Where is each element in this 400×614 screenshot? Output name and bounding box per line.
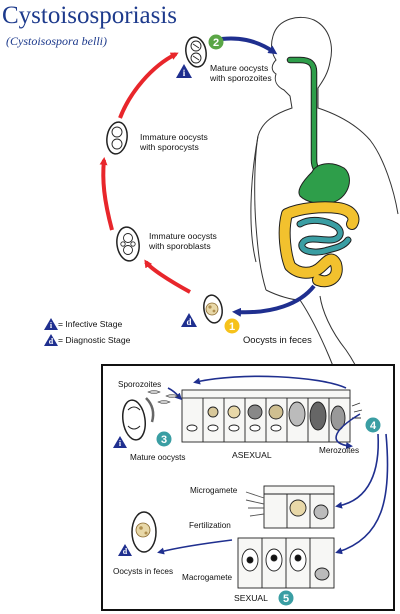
label-sexual: SEXUAL: [234, 593, 268, 603]
arrow-oocyst-release: [157, 539, 233, 555]
legend-diagnostic: = Diagnostic Stage: [58, 335, 131, 345]
label-line: Mature oocysts: [210, 63, 269, 73]
step-1-marker: 1: [224, 318, 240, 334]
arrow-merozoite-cycle: [335, 413, 361, 450]
page-title: Cystoisosporiasis: [2, 2, 178, 29]
svg-text:d: d: [49, 337, 54, 346]
label-microgamete: Microgamete: [190, 486, 238, 495]
oocyst-mature-inset: [122, 397, 155, 441]
diagnostic-stage-icon: d: [181, 313, 197, 327]
arrow-excretion: [232, 284, 316, 317]
label-immature-sporocysts: Immature oocysts with sporocysts: [140, 132, 208, 152]
epithelium-microgamete: [245, 485, 335, 529]
svg-text:d: d: [186, 317, 191, 327]
arrow-mature: [118, 52, 179, 119]
oocyst-sporocysts: [106, 121, 128, 155]
svg-text:i: i: [183, 68, 186, 78]
infective-stage-icon-inset: i: [113, 436, 127, 448]
svg-text:5: 5: [283, 593, 289, 605]
label-line: with sporozoites: [210, 73, 272, 83]
svg-text:i: i: [119, 439, 122, 448]
label-immature-sporoblasts: Immature oocysts with sporoblasts: [149, 231, 217, 251]
legend-diagnostic-icon: d: [44, 334, 58, 346]
page-subtitle: (Cystoisospora belli): [6, 34, 107, 48]
svg-text:d: d: [123, 547, 128, 556]
arrow-sporozoite-entry: [167, 387, 183, 401]
step-4-marker: 4: [365, 417, 381, 433]
label-line: Immature oocysts: [149, 231, 217, 241]
label-fertilization: Fertilization: [189, 521, 231, 530]
oocyst-sporoblasts: [116, 226, 140, 262]
oocyst-feces-inset: [131, 511, 157, 553]
sporozoites: [147, 390, 179, 404]
svg-text:2: 2: [213, 37, 219, 49]
diagnostic-stage-icon-inset: d: [118, 544, 132, 556]
infective-stage-icon: i: [176, 64, 192, 78]
label-line: with sporoblasts: [149, 241, 211, 251]
step-2-marker: 2: [208, 34, 224, 50]
step-3-marker: 3: [156, 431, 172, 447]
label-oocysts-in-feces: Oocysts in feces: [243, 334, 312, 345]
svg-text:1: 1: [229, 321, 235, 333]
arrow-sporocysts: [99, 157, 114, 231]
svg-text:3: 3: [161, 434, 167, 446]
cycle-arrows: [99, 36, 316, 317]
arrow-merozoites-reinvade: [193, 375, 347, 389]
oocyst-mature: [185, 36, 207, 68]
label-sporozoites: Sporozoites: [118, 380, 162, 389]
arrow-to-macrogamete: [335, 433, 389, 555]
label-mature-oocysts-sporozoites: Mature oocysts with sporozoites: [210, 63, 272, 83]
epithelium-asexual: [181, 389, 363, 443]
label-mature-oocysts: Mature oocysts: [130, 453, 186, 462]
label-line: Immature oocysts: [140, 132, 208, 142]
step-5-marker: 5: [278, 590, 294, 606]
epithelium-macrogamete: [237, 537, 335, 589]
label-asexual: ASEXUAL: [232, 450, 272, 460]
label-merozoites: Merozoites: [319, 446, 360, 455]
oocyst-unsporulated: [203, 294, 223, 324]
digestive-tract: [278, 56, 360, 288]
arrow-sporoblasts: [144, 259, 191, 294]
svg-text:i: i: [50, 321, 53, 330]
label-oocysts-in-feces-inset: Oocysts in feces: [113, 567, 174, 576]
arrow-to-microgamete: [335, 433, 380, 509]
legend-infective: = Infective Stage: [58, 319, 123, 329]
legend-infective-icon: i: [44, 318, 58, 330]
label-line: with sporocysts: [140, 142, 199, 152]
label-macrogamete: Macrogamete: [182, 573, 233, 582]
svg-text:4: 4: [370, 420, 377, 432]
